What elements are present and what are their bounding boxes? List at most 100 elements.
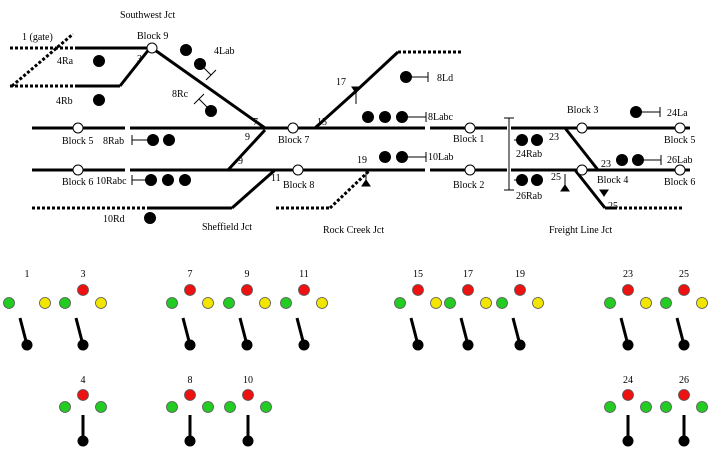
lever-handle[interactable] xyxy=(77,435,89,447)
signal-26Rab-head-2 xyxy=(531,174,543,186)
signal-lever-8[interactable]: 8 xyxy=(166,375,214,447)
block2-marker xyxy=(464,164,476,176)
lamp-red xyxy=(678,389,690,401)
lamp-red xyxy=(678,284,690,296)
signal-8Labc-head-2 xyxy=(379,111,391,123)
block7-marker xyxy=(287,122,299,134)
lamp-green xyxy=(166,401,178,413)
lever-11-number: 11 xyxy=(299,269,309,280)
switch-15-label: 15 xyxy=(317,117,327,128)
lamp-red xyxy=(462,284,474,296)
lever-handle[interactable] xyxy=(184,435,196,447)
block5-right-label: Block 5 xyxy=(664,135,695,146)
lamp-green xyxy=(496,297,508,309)
signal-lever-24[interactable]: 24 xyxy=(604,375,652,447)
junction-freight-label: Freight Line Jct xyxy=(549,225,613,236)
lever-handle[interactable] xyxy=(412,339,424,351)
switch-7-label: 7 xyxy=(253,117,258,128)
signal-25b-dwarf xyxy=(599,189,609,197)
lever-handle[interactable] xyxy=(21,339,33,351)
signal-25b-label: 25 xyxy=(608,201,618,212)
block3-marker xyxy=(576,122,588,134)
lamp-red xyxy=(77,284,89,296)
lever-23-number: 23 xyxy=(623,269,633,280)
lever-handle[interactable] xyxy=(514,339,526,351)
signal-lever-26[interactable]: 26 xyxy=(660,375,708,447)
lever-3-number: 3 xyxy=(81,269,86,280)
lever-17-number: 17 xyxy=(463,269,473,280)
lever-handle[interactable] xyxy=(242,435,254,447)
lamp-red xyxy=(622,284,634,296)
lamp-green xyxy=(95,401,107,413)
block-labels: Block 9 Block 5 Block 6 Block 7 Block 8 … xyxy=(62,31,695,191)
lever-25[interactable]: 25 xyxy=(660,269,708,351)
lamp-red xyxy=(412,284,424,296)
lever-11[interactable]: 11 xyxy=(280,269,328,351)
lever-handle[interactable] xyxy=(298,339,310,351)
track-crossover-9 xyxy=(226,128,267,172)
block5-right-marker xyxy=(674,122,686,134)
junction-labels: Southwest Jct Sheffield Jct Rock Creek J… xyxy=(120,10,613,236)
lamp-green xyxy=(640,401,652,413)
lamp-green xyxy=(224,401,236,413)
lever-handle[interactable] xyxy=(678,435,690,447)
signal-10Rabc-label: 10Rabc xyxy=(96,176,127,187)
block3-label: Block 3 xyxy=(567,105,598,116)
signal-8Labc-head-1 xyxy=(362,111,374,123)
lamp-yellow xyxy=(532,297,544,309)
lamp-green xyxy=(394,297,406,309)
block6-left-marker xyxy=(72,164,84,176)
signal-name-labels: 4Ra 4Rb 4Lab 8Rc 8Rab 10Rabc 10Rd 8Ld 8L… xyxy=(56,46,693,225)
track-sheffield-branch xyxy=(231,168,276,210)
signal-8Rab-label: 8Rab xyxy=(103,136,124,147)
signal-24La-label: 24La xyxy=(667,108,688,119)
signal-25a-label: 25 xyxy=(551,172,561,183)
block8-label: Block 8 xyxy=(283,180,314,191)
signal-10Rd-label: 10Rd xyxy=(103,214,125,225)
lever-handle[interactable] xyxy=(184,339,196,351)
block5-left-label: Block 5 xyxy=(62,136,93,147)
lever-23[interactable]: 23 xyxy=(604,269,652,351)
block2-label: Block 2 xyxy=(453,180,484,191)
lamp-yellow xyxy=(696,297,708,309)
lever-handle[interactable] xyxy=(462,339,474,351)
track-rockcreek-upper xyxy=(313,90,357,130)
lever-handle[interactable] xyxy=(622,435,634,447)
block9-label: Block 9 xyxy=(137,31,168,42)
lever-17[interactable]: 17 xyxy=(444,269,492,351)
block-markers xyxy=(72,42,686,176)
signal-10Rd-head xyxy=(144,212,156,224)
track-gate-diagonal xyxy=(11,32,74,88)
switch-9a-label: 9 xyxy=(245,132,250,143)
lamp-yellow xyxy=(202,297,214,309)
signal-10Lab-head-1 xyxy=(379,151,391,163)
signal-10Rabc-head-3 xyxy=(179,174,191,186)
lever-1[interactable]: 1 xyxy=(3,269,51,351)
block4-marker xyxy=(576,164,588,176)
lever-15[interactable]: 15 xyxy=(394,269,442,351)
signal-lever-10[interactable]: 10 xyxy=(224,375,272,447)
insulated-joint xyxy=(504,117,514,191)
lever-handle[interactable] xyxy=(77,339,89,351)
block6-right-marker xyxy=(674,164,686,176)
block6-left-label: Block 6 xyxy=(62,177,93,188)
lamp-green xyxy=(223,297,235,309)
signal-lever-4[interactable]: 4 xyxy=(59,375,107,447)
signal-lever-24-number: 24 xyxy=(623,375,633,386)
signal-8Ld-label: 8Ld xyxy=(437,73,453,84)
lever-19[interactable]: 19 xyxy=(496,269,544,351)
lever-handle[interactable] xyxy=(241,339,253,351)
lamp-green xyxy=(59,297,71,309)
lever-3[interactable]: 3 xyxy=(59,269,107,351)
signal-24Rab-label: 24Rab xyxy=(516,149,542,160)
lamp-yellow xyxy=(39,297,51,309)
lever-9[interactable]: 9 xyxy=(223,269,271,351)
block1-marker xyxy=(464,122,476,134)
lamp-green xyxy=(3,297,15,309)
signal-17-label: 17 xyxy=(336,77,346,88)
lever-handle[interactable] xyxy=(622,339,634,351)
lever-7[interactable]: 7 xyxy=(166,269,214,351)
junction-southwest-label: Southwest Jct xyxy=(120,10,176,21)
lever-handle[interactable] xyxy=(678,339,690,351)
